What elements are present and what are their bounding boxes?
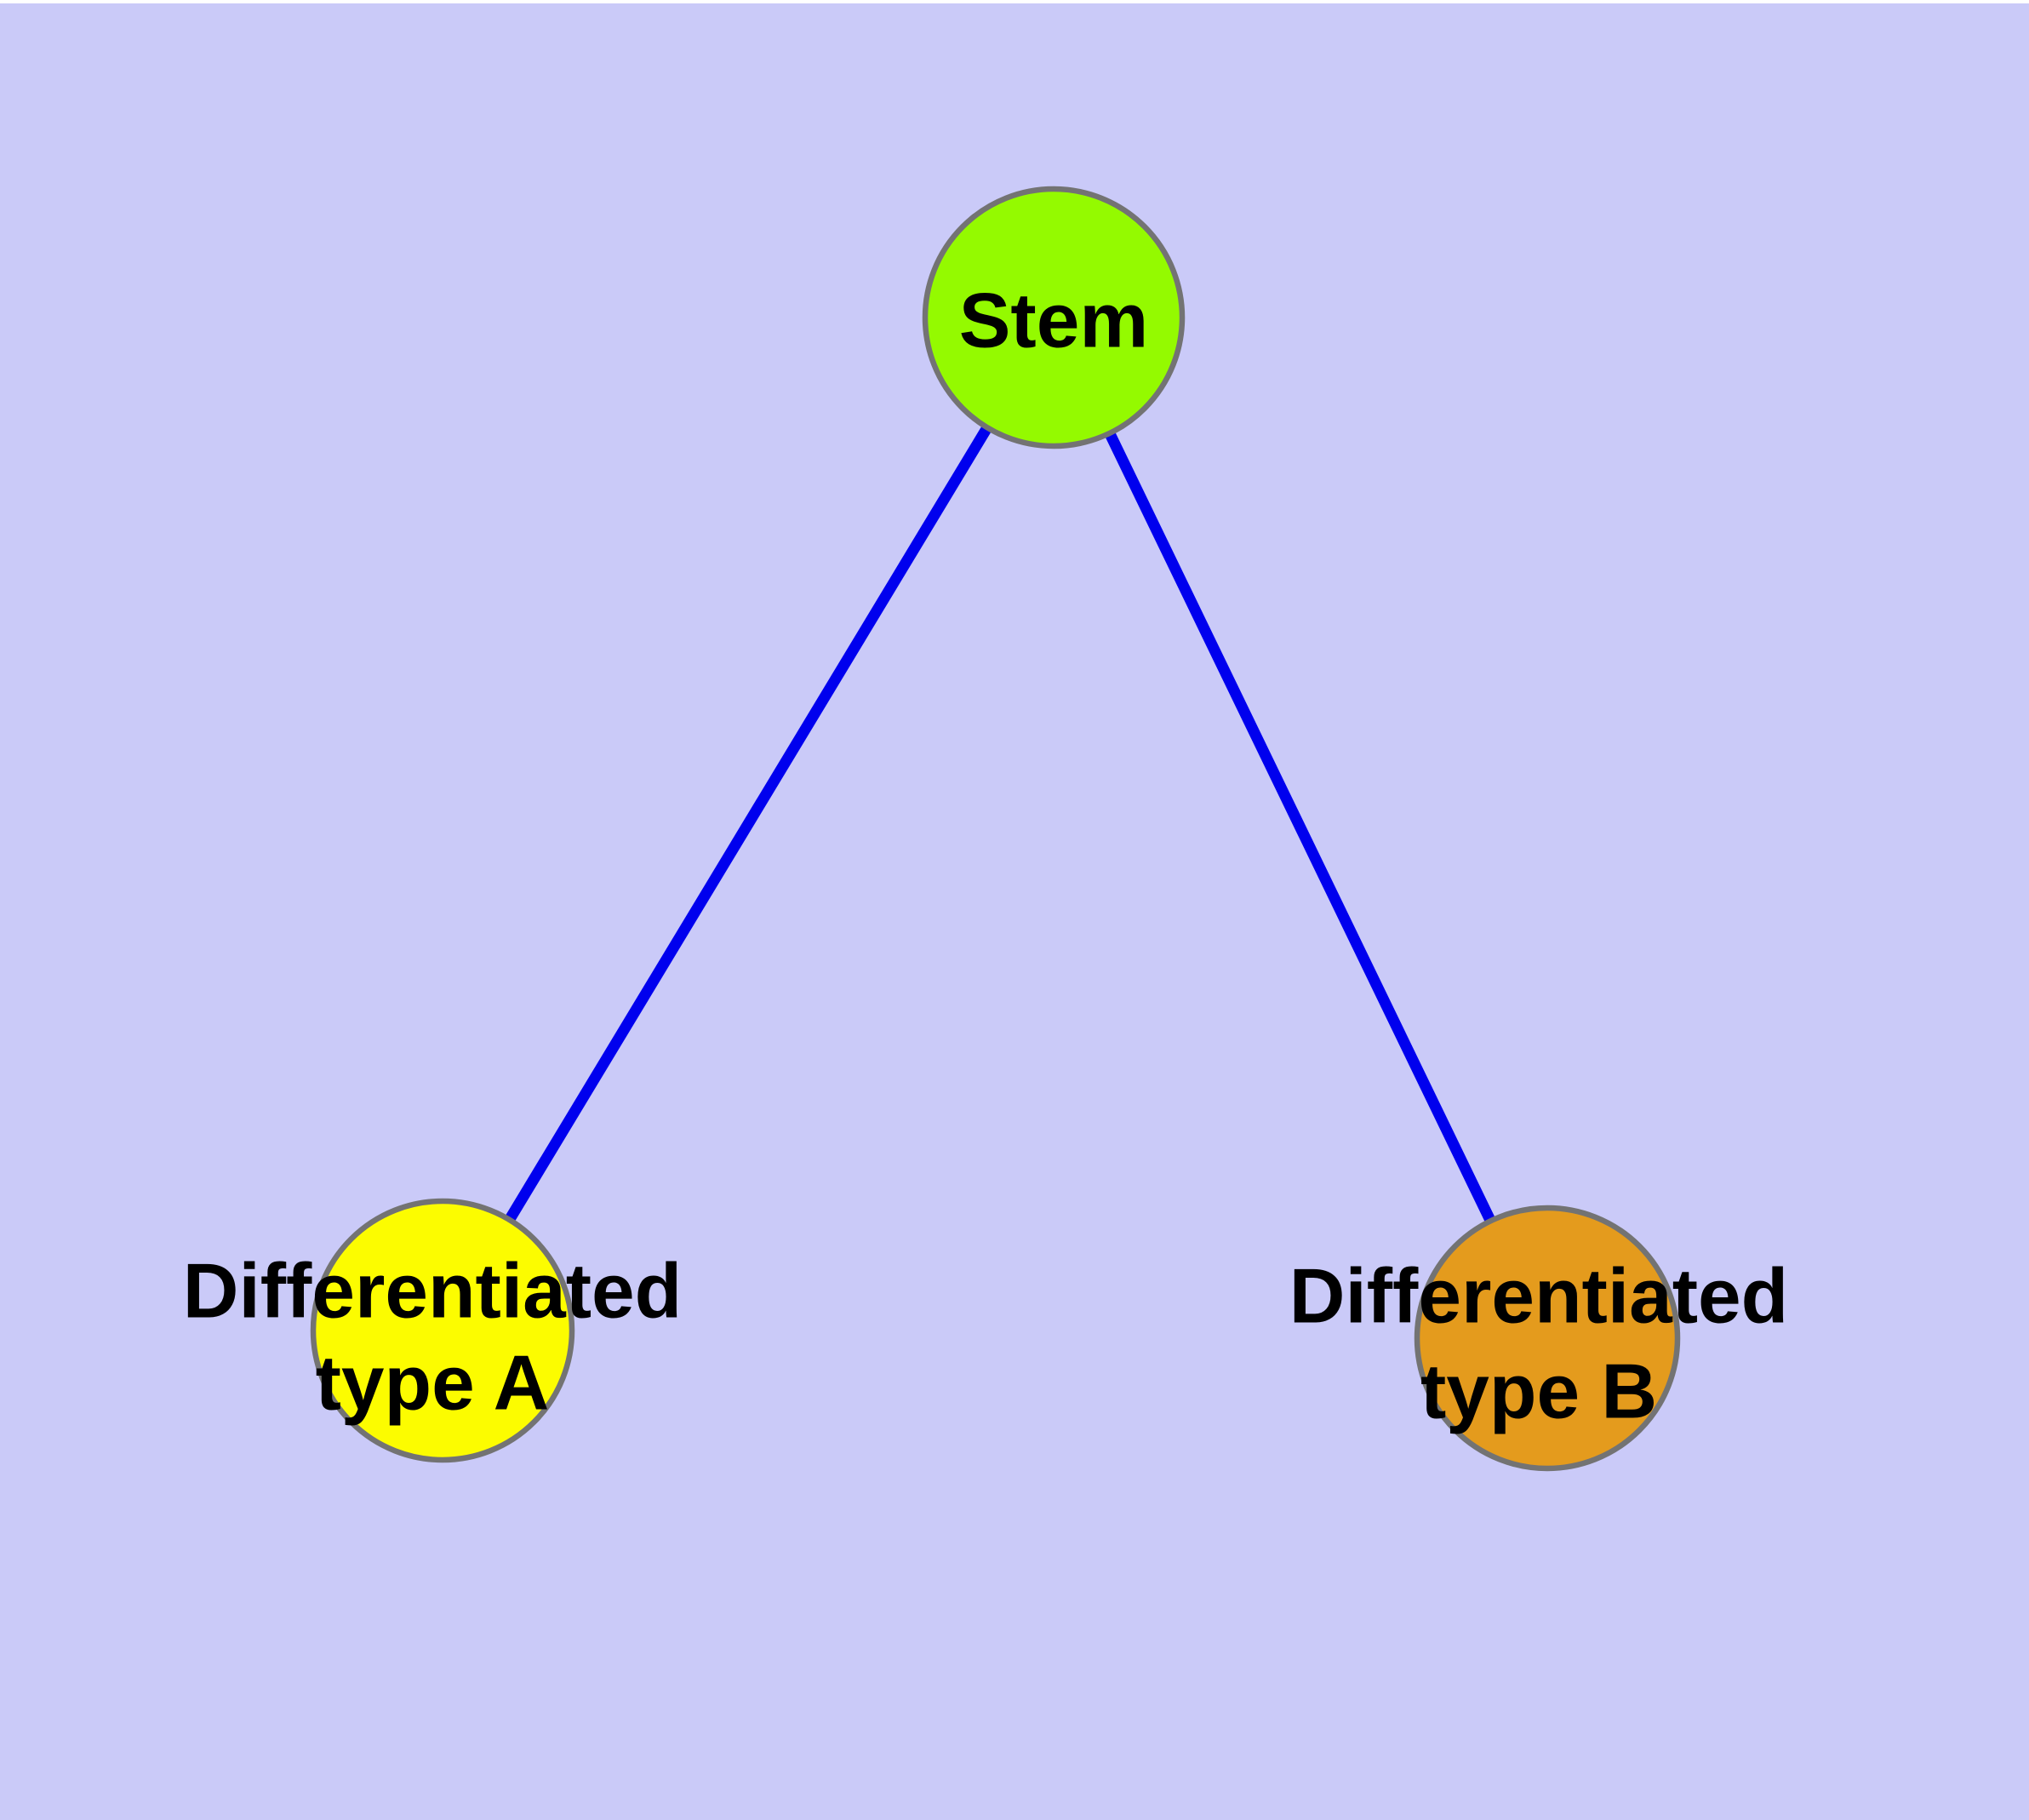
type-a-node-label-line1: Differentiated: [183, 1249, 683, 1335]
type-a-node-label-line2: type A: [316, 1341, 550, 1427]
edge-stem-to-type-a: [437, 314, 1059, 1334]
edge-stem-to-type-b: [1049, 315, 1552, 1341]
type-b-node-label-line1: Differentiated: [1289, 1254, 1789, 1340]
type-b-node-label-line2: type B: [1420, 1349, 1657, 1435]
stem-node-circle: [922, 186, 1186, 449]
top-edge-strip: [0, 0, 2029, 3]
stem-node-label: Stem: [959, 278, 1149, 364]
type-b-node-circle: [1414, 1205, 1681, 1472]
type-a-node-circle: [310, 1198, 575, 1463]
